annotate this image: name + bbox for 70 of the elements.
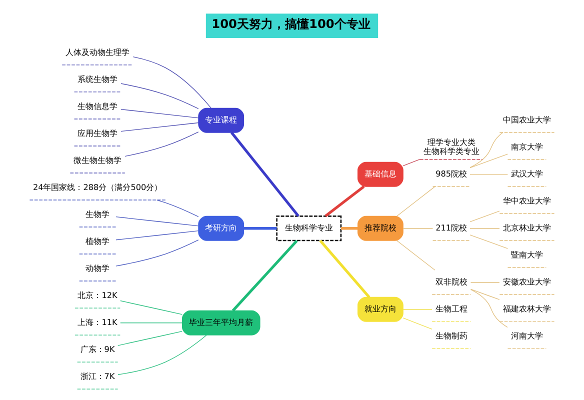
node-text: 武汉大学 <box>510 168 543 178</box>
node-text: 上海：11K <box>78 316 118 327</box>
node-text: 生物制药 <box>435 330 468 340</box>
connector <box>116 230 199 240</box>
node-box: 专业课程 <box>198 108 244 133</box>
connector <box>396 186 436 216</box>
node-text: 生物学 <box>86 208 110 219</box>
node-text: 211院校 <box>436 222 468 232</box>
node-text: 华中农业大学 <box>502 195 551 206</box>
connector <box>470 132 504 168</box>
connector <box>470 288 500 300</box>
connector <box>232 240 298 312</box>
connector <box>402 228 434 229</box>
node-text: 浙江：7K <box>80 370 115 381</box>
connector <box>244 227 277 230</box>
connector <box>116 240 199 266</box>
connector <box>402 309 432 310</box>
node-text: 暨南大学 <box>510 249 543 260</box>
node-text: 植物学 <box>86 236 110 246</box>
connector <box>470 234 508 249</box>
node-text: 应用生物学 <box>78 128 118 138</box>
connector <box>396 240 436 270</box>
node-text: 安徽农业大学 <box>502 276 551 286</box>
node-text: 生物信息学 <box>78 100 118 111</box>
node-text: 动物学 <box>86 262 110 273</box>
connector <box>470 174 508 175</box>
connector <box>319 240 370 298</box>
connector <box>340 227 358 230</box>
node-text: 系统生物学 <box>78 74 118 84</box>
node-text: 双非院校 <box>435 276 468 286</box>
node-text: 广东：9K <box>80 344 115 354</box>
node-box: 基础信息 <box>358 162 404 187</box>
node-text: 985院校 <box>436 168 468 178</box>
diagram-title: 100天努力，搞懂100个专业 <box>212 17 370 32</box>
connector <box>120 300 182 315</box>
connector <box>470 154 508 168</box>
node-text: 微生物生物学 <box>74 154 122 165</box>
connector <box>324 185 365 218</box>
connector <box>470 282 500 283</box>
connector <box>230 132 300 217</box>
connector <box>120 109 199 118</box>
node-box: 毕业三年平均月薪 <box>182 310 260 336</box>
node-text: 北京林业大学 <box>502 222 551 232</box>
connector <box>470 289 508 328</box>
node-text: 河南大学 <box>510 330 543 340</box>
node-box: 考研方向 <box>198 216 244 241</box>
node-box: 推荐院校 <box>358 216 404 241</box>
node-text: 北京：12K <box>78 290 118 300</box>
connector <box>470 210 500 222</box>
node-text: 24年国家线：288分（满分500分） <box>32 182 162 192</box>
node-box: 生物科学专业 <box>276 216 342 242</box>
connector <box>402 158 420 166</box>
connector <box>156 200 199 218</box>
node-box: 就业方向 <box>358 296 404 322</box>
node-text: 中国农业大学 <box>502 114 551 124</box>
connector <box>118 334 208 375</box>
connector <box>120 122 199 132</box>
connector <box>124 132 199 157</box>
connector <box>132 56 212 108</box>
node-text: 人体及动物生理学 <box>66 46 130 57</box>
node-text: 理学专业大类 生物科学类专业 <box>423 137 480 156</box>
node-text: 福建农林大学 <box>502 303 551 314</box>
connector <box>116 216 199 226</box>
connector <box>120 322 182 324</box>
connector <box>120 83 199 110</box>
node-text: 生物工程 <box>435 303 468 314</box>
connector <box>402 318 432 330</box>
node-text: 南京大学 <box>510 141 543 152</box>
connector <box>118 331 182 346</box>
connector <box>470 228 500 229</box>
